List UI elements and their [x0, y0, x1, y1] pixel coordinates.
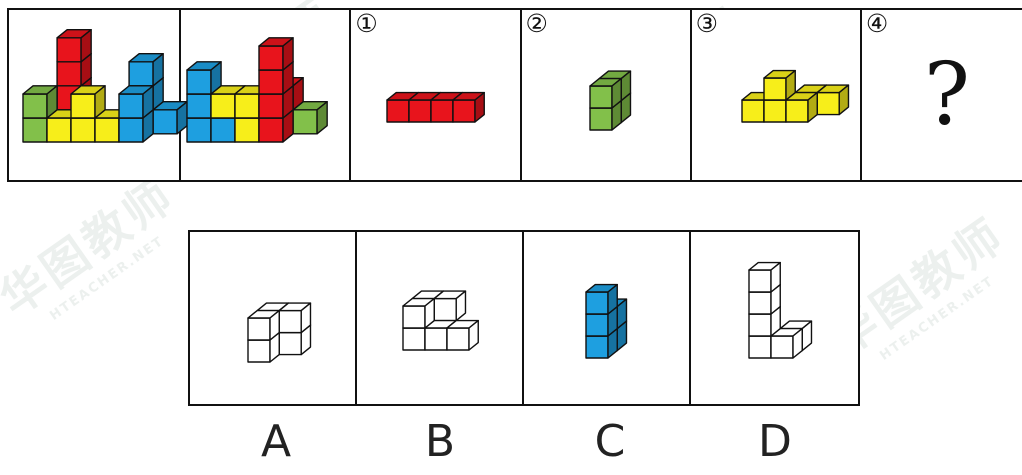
cube — [403, 299, 434, 328]
option-c[interactable] — [524, 232, 691, 404]
option-b-letter[interactable]: B — [410, 420, 470, 464]
option-b-drawing — [357, 232, 522, 404]
option-a[interactable] — [190, 232, 357, 404]
piece-4-unknown: ④ ? — [862, 10, 1022, 180]
option-a-letter[interactable]: A — [246, 420, 306, 464]
piece-2: ② — [522, 10, 692, 180]
cube — [447, 321, 478, 350]
cube — [259, 38, 293, 70]
cube — [129, 54, 163, 86]
option-c-letter[interactable]: C — [580, 420, 640, 464]
piece1-drawing — [351, 10, 519, 180]
piece2-drawing — [522, 10, 690, 180]
question-row: ① ② ③ ④ ? — [7, 8, 1022, 182]
cube — [119, 86, 153, 118]
option-a-drawing — [190, 232, 355, 404]
cube — [817, 85, 848, 114]
example-figure-1 — [9, 10, 181, 180]
cube — [764, 71, 795, 100]
cube — [23, 86, 57, 118]
cube — [71, 86, 105, 118]
question-mark: ? — [862, 52, 1022, 138]
cube — [187, 62, 221, 94]
option-d[interactable] — [691, 232, 858, 404]
piece-3: ③ — [692, 10, 862, 180]
cube — [434, 291, 465, 320]
watermark: 华图教师 HTEACHER.NET — [0, 160, 195, 341]
cube — [586, 285, 617, 314]
option-d-drawing — [691, 232, 858, 404]
piece3-drawing — [692, 10, 860, 180]
options-row — [188, 230, 860, 406]
piece-number: ④ — [866, 11, 888, 36]
watermark-domain: HTEACHER.NET — [47, 214, 195, 324]
cube — [749, 263, 780, 292]
cube — [248, 311, 279, 340]
example2-drawing — [181, 10, 349, 180]
watermark-brand: 华图教师 — [0, 160, 187, 329]
piece-1: ① — [351, 10, 521, 180]
option-d-letter[interactable]: D — [745, 420, 805, 464]
example1-drawing — [9, 10, 179, 180]
cube — [453, 93, 484, 122]
option-c-drawing — [524, 232, 689, 404]
example-figure-2 — [181, 10, 351, 180]
watermark-domain: HTEACHER.NET — [877, 254, 1022, 364]
option-b[interactable] — [357, 232, 524, 404]
cube — [590, 79, 621, 108]
cube — [279, 303, 310, 332]
cube — [57, 30, 91, 62]
